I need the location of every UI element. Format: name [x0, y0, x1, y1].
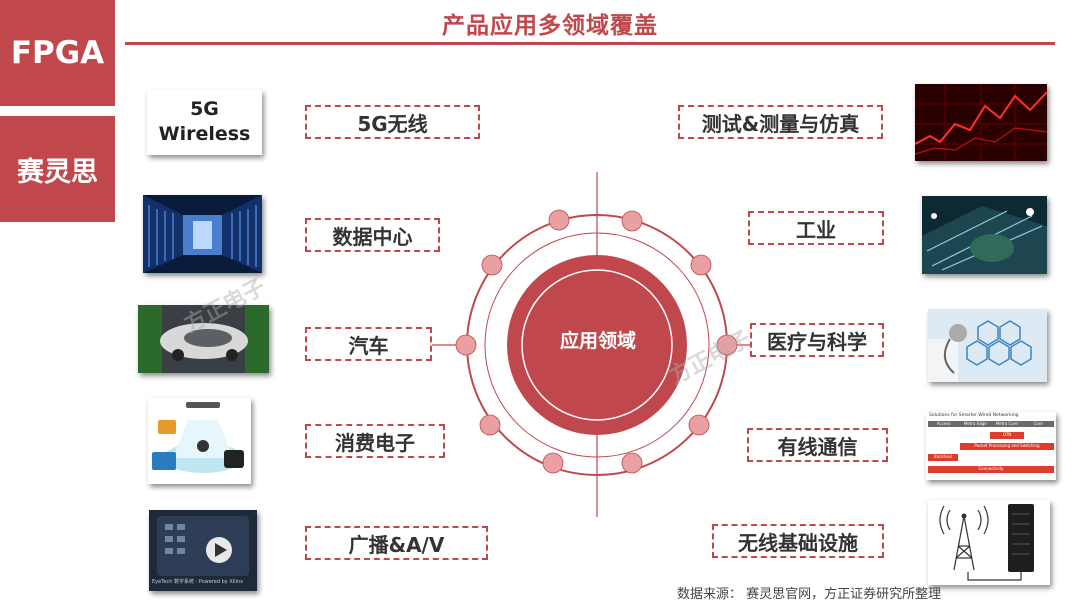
ring-dot: [688, 414, 710, 436]
label-5g-wireless: 5G无线: [305, 105, 480, 139]
thumb-industrial: [922, 196, 1047, 274]
thumb-wireless-infrastructure: [928, 500, 1050, 585]
page-title: 产品应用多领域覆盖: [442, 13, 658, 39]
label-test-measurement: 测试&测量与仿真: [678, 105, 883, 139]
ring-dot: [690, 254, 712, 276]
label-data-center: 数据中心: [305, 218, 440, 252]
thumb-broadcast-caption: EyeTech 数字系统 · Powered by Xilinx: [152, 579, 244, 585]
label-automotive: 汽车: [305, 327, 432, 361]
thumb-wired-bar: OTN: [990, 432, 1024, 439]
center-circle: [507, 255, 687, 435]
thumb-5g-wireless: 5G Wireless: [147, 90, 262, 155]
center-inner-ring: [521, 269, 673, 421]
thumb-consumer-electronics: [148, 398, 251, 484]
label-industrial: 工业: [748, 211, 884, 245]
label-medical-science: 医疗与科学: [750, 323, 884, 357]
thumb-automotive: [138, 305, 269, 373]
label-wired-communication: 有线通信: [747, 428, 888, 462]
ring-dot: [716, 334, 738, 356]
thumb-wired-col: Metro Core: [995, 421, 1018, 426]
thumb-medical-science: [928, 309, 1047, 382]
thumb-5g-line1: 5G: [190, 98, 219, 120]
ring-dots: [455, 209, 738, 474]
title-underline: [125, 42, 1055, 45]
thumb-wired-column-bar: Access Metro Edge Metro Core Core: [928, 421, 1054, 427]
company-tag: 赛灵思: [0, 116, 115, 222]
thumb-wired-communication: Solutions for Smarter Wired Networking A…: [926, 412, 1056, 480]
thumb-wired-bar: Backhaul: [928, 454, 958, 461]
thumb-wired-title: Solutions for Smarter Wired Networking: [929, 413, 1019, 418]
thumb-wired-bar: Packet Processing and Switching: [960, 443, 1054, 450]
thumb-wired-col: Metro Edge: [963, 421, 987, 426]
ring-dot: [455, 334, 477, 356]
thumb-wired-col: Core: [1033, 421, 1043, 426]
thumb-wired-bar: Connectivity: [928, 466, 1054, 473]
label-wireless-infrastructure: 无线基础设施: [712, 524, 884, 558]
thumb-wired-col: Access: [936, 421, 951, 426]
label-broadcast-av: 广播&A/V: [305, 526, 488, 560]
ring-dot: [548, 209, 570, 231]
source-note: 数据来源： 赛灵思官网，方正证券研究所整理: [677, 587, 942, 602]
thumb-data-center: [143, 195, 262, 273]
ring-dot: [542, 452, 564, 474]
ring-dot: [621, 452, 643, 474]
thumb-test-measurement: [915, 84, 1047, 161]
ring-dot: [621, 210, 643, 232]
inner-ring: [484, 232, 710, 458]
ring-dot: [481, 254, 503, 276]
thumb-broadcast-av: EyeTech 数字系统 · Powered by Xilinx: [149, 510, 257, 591]
thumb-5g-line2: Wireless: [158, 123, 251, 145]
ring-dot: [479, 414, 501, 436]
center-label: 应用领域: [559, 330, 636, 352]
fpga-tag: FPGA: [0, 0, 115, 106]
label-consumer-electronics: 消费电子: [305, 424, 445, 458]
